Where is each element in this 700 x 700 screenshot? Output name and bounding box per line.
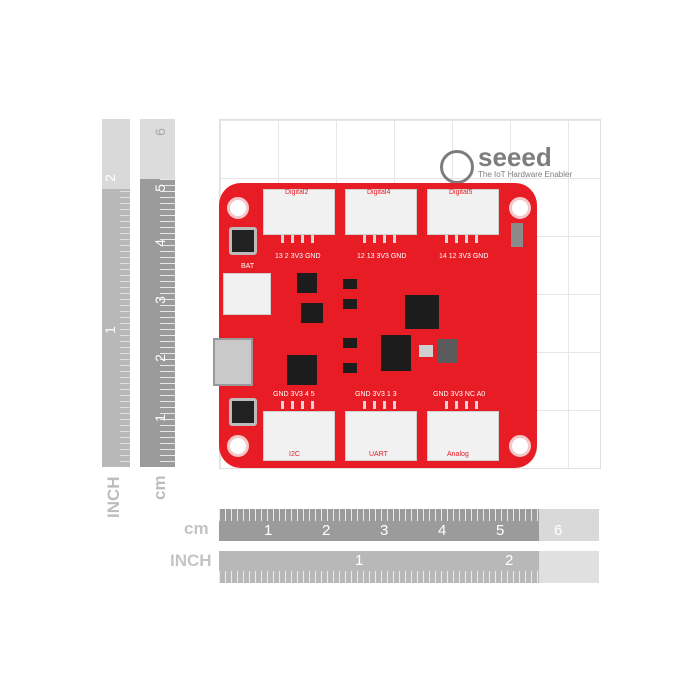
chip xyxy=(343,363,357,373)
horizontal-cm-number: 4 xyxy=(438,522,447,539)
horizontal-inch-number: 2 xyxy=(505,552,514,569)
vertical-inch-number: 2 xyxy=(101,174,118,182)
pin-label: 12 13 3V3 GND xyxy=(357,253,407,260)
chip xyxy=(437,339,457,363)
mounting-hole xyxy=(227,197,249,219)
battery-connector xyxy=(223,273,271,315)
connector-label: Digital5 xyxy=(449,189,473,196)
seeed-logo-icon xyxy=(440,150,474,184)
horizontal-cm-label: cm xyxy=(184,519,209,538)
connector-label: I2C xyxy=(289,451,300,458)
connector-label: Analog xyxy=(447,451,469,458)
vertical-cm-ruler-end xyxy=(140,119,175,179)
horizontal-cm-number: 3 xyxy=(380,522,389,539)
micro-usb-port xyxy=(213,338,253,386)
vertical-inch-number: 1 xyxy=(101,326,118,334)
vertical-cm-number: 1 xyxy=(151,414,168,422)
reset-button[interactable] xyxy=(229,227,257,255)
horizontal-inch-number: 1 xyxy=(355,552,364,569)
chip xyxy=(511,223,523,247)
chip xyxy=(343,338,357,348)
horizontal-cm-ruler xyxy=(219,509,539,541)
horizontal-cm-number: 6 xyxy=(554,522,563,539)
pin-label: GND 3V3 4 5 xyxy=(273,391,315,398)
grove-connector-bottom xyxy=(427,411,499,461)
program-button[interactable] xyxy=(229,398,257,426)
vertical-cm-number: 4 xyxy=(151,239,168,247)
mounting-hole xyxy=(509,435,531,457)
connector-label: Digital4 xyxy=(367,189,391,196)
grove-connector-top xyxy=(427,189,499,235)
vertical-cm-number: 2 xyxy=(151,354,168,362)
battery-label: BAT xyxy=(241,263,255,270)
pin-label: 13 2 3V3 GND xyxy=(275,253,321,260)
chip xyxy=(343,299,357,309)
chip xyxy=(287,355,317,385)
horizontal-inch-ruler xyxy=(219,551,539,583)
grove-connector-bottom xyxy=(263,411,335,461)
horizontal-inch-label: INCH xyxy=(170,551,212,570)
mounting-hole xyxy=(227,435,249,457)
pin-label: GND 3V3 1 3 xyxy=(355,391,397,398)
logo-brand: seeed xyxy=(478,142,552,172)
pin-label: GND 3V3 NC A0 xyxy=(433,391,486,398)
vertical-cm-number: 6 xyxy=(151,128,168,136)
chip xyxy=(419,345,433,357)
logo-tagline: The IoT Hardware Enabler xyxy=(478,170,573,179)
pin-label: 14 12 3V3 GND xyxy=(439,253,489,260)
grove-connector-top xyxy=(263,189,335,235)
mounting-hole xyxy=(509,197,531,219)
vertical-cm-label: cm xyxy=(150,475,169,500)
vertical-inch-ruler-end xyxy=(102,119,130,189)
chip xyxy=(297,273,317,293)
circuit-board: Digital2 Digital4 Digital5 13 2 3V3 GND … xyxy=(213,183,537,468)
horizontal-inch-ruler-end xyxy=(539,551,599,583)
horizontal-cm-number: 2 xyxy=(322,522,331,539)
grove-connector-top xyxy=(345,189,417,235)
chip xyxy=(381,335,411,371)
grove-connector-bottom xyxy=(345,411,417,461)
chip xyxy=(301,303,323,323)
chip xyxy=(405,295,439,329)
vertical-cm-number: 5 xyxy=(151,184,168,192)
connector-label: UART xyxy=(369,451,388,458)
chip xyxy=(343,279,357,289)
horizontal-cm-number: 1 xyxy=(264,522,273,539)
horizontal-cm-ruler-end xyxy=(539,509,599,541)
vertical-inch-label: INCH xyxy=(104,476,123,518)
horizontal-cm-number: 5 xyxy=(496,522,505,539)
connector-label: Digital2 xyxy=(285,189,309,196)
vertical-cm-number: 3 xyxy=(151,296,168,304)
